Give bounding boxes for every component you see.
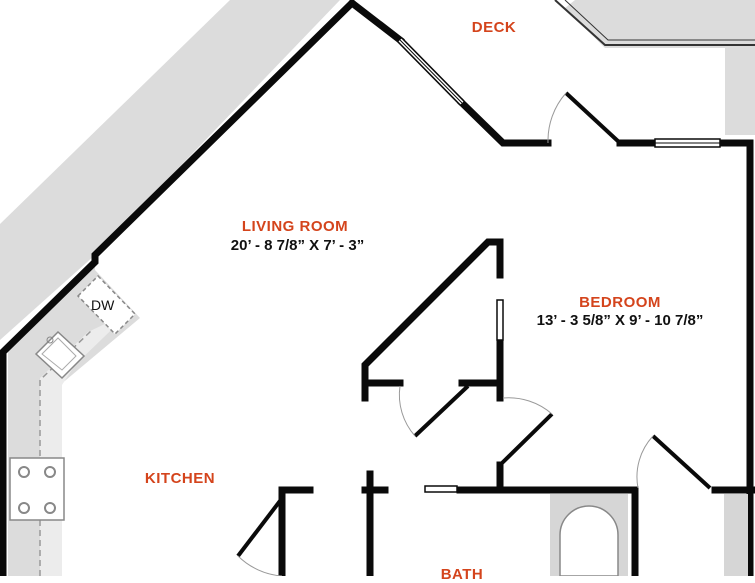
deck-door-swing-icon (547, 91, 622, 145)
deck-label: DECK (471, 19, 517, 36)
living-room-dimensions: 20’ - 8 7/8” X 7’ - 3” (230, 237, 365, 254)
bedroom-dimensions: 13’ - 3 5/8” X 9’ - 10 7/8” (536, 312, 704, 329)
window-icon (397, 37, 465, 106)
door-swing-icon (236, 384, 712, 576)
dishwasher-label: DW (91, 297, 115, 313)
closet-shelf (724, 494, 748, 576)
exterior-band (0, 0, 340, 340)
sink-icon (34, 330, 86, 380)
cooktop-icon (9, 457, 65, 521)
living-room-label: LIVING ROOM (241, 218, 349, 235)
bath-opening-mark (424, 485, 458, 493)
bedroom-window-icon (654, 138, 721, 148)
deck-railing-inner (564, 0, 755, 41)
bedroom-label: BEDROOM (579, 294, 661, 311)
deck-area-shading (565, 0, 755, 135)
deck-railing (554, 0, 755, 46)
bathtub-icon (550, 494, 628, 576)
bath-label: BATH (440, 566, 484, 583)
dishwasher-box (76, 274, 137, 336)
closet-pass-through (496, 299, 504, 341)
interior-walls (278, 238, 755, 576)
kitchen-label: KITCHEN (144, 470, 216, 487)
